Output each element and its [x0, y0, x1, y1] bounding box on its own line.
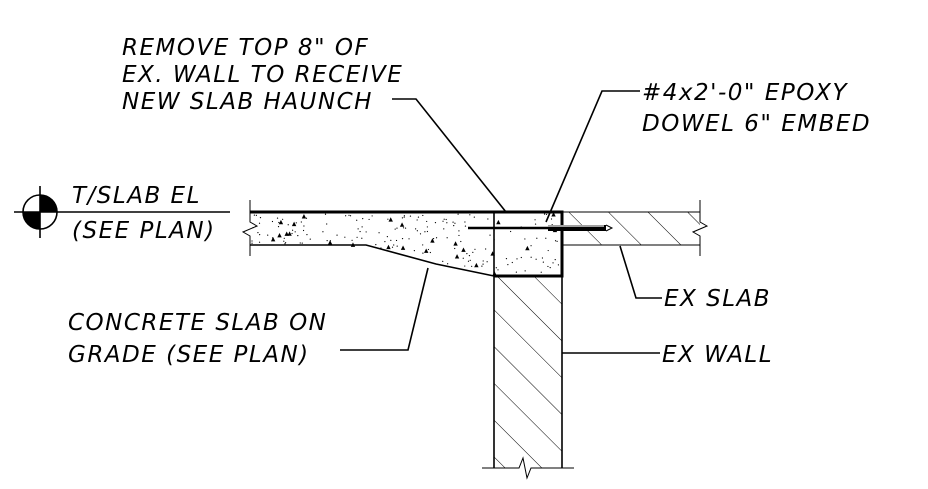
existing-wall: [482, 276, 574, 480]
new-concrete-slab: [241, 200, 564, 278]
concrete-stipple: [251, 212, 559, 276]
remove-top-note-line2: EX. WALL TO RECEIVE: [122, 62, 403, 88]
elevation-note-line1: T/SLAB EL: [72, 183, 201, 209]
remove-top-note-line1: REMOVE TOP 8" OF: [122, 35, 369, 61]
remove-top-note-line3: NEW SLAB HAUNCH: [122, 89, 373, 115]
ex-slab-label: EX SLAB: [664, 286, 771, 312]
concrete-slab-note-line2: GRADE (SEE PLAN): [68, 342, 310, 368]
epoxy-dowel: [468, 224, 614, 232]
elevation-note-line2: (SEE PLAN): [72, 218, 216, 244]
leader-ex-slab: [619, 245, 662, 299]
leader-concrete-slab: [340, 267, 429, 351]
dowel-note-line2: DOWEL 6" EMBED: [642, 111, 871, 137]
leader-dowel: [545, 90, 640, 223]
leader-remove-top: [392, 98, 507, 213]
concrete-slab-note-line1: CONCRETE SLAB ON: [68, 310, 327, 336]
dowel-note-line1: #4x2'-0" EPOXY: [642, 80, 848, 106]
elevation-symbol: [14, 186, 66, 238]
ex-wall-label: EX WALL: [662, 342, 773, 368]
